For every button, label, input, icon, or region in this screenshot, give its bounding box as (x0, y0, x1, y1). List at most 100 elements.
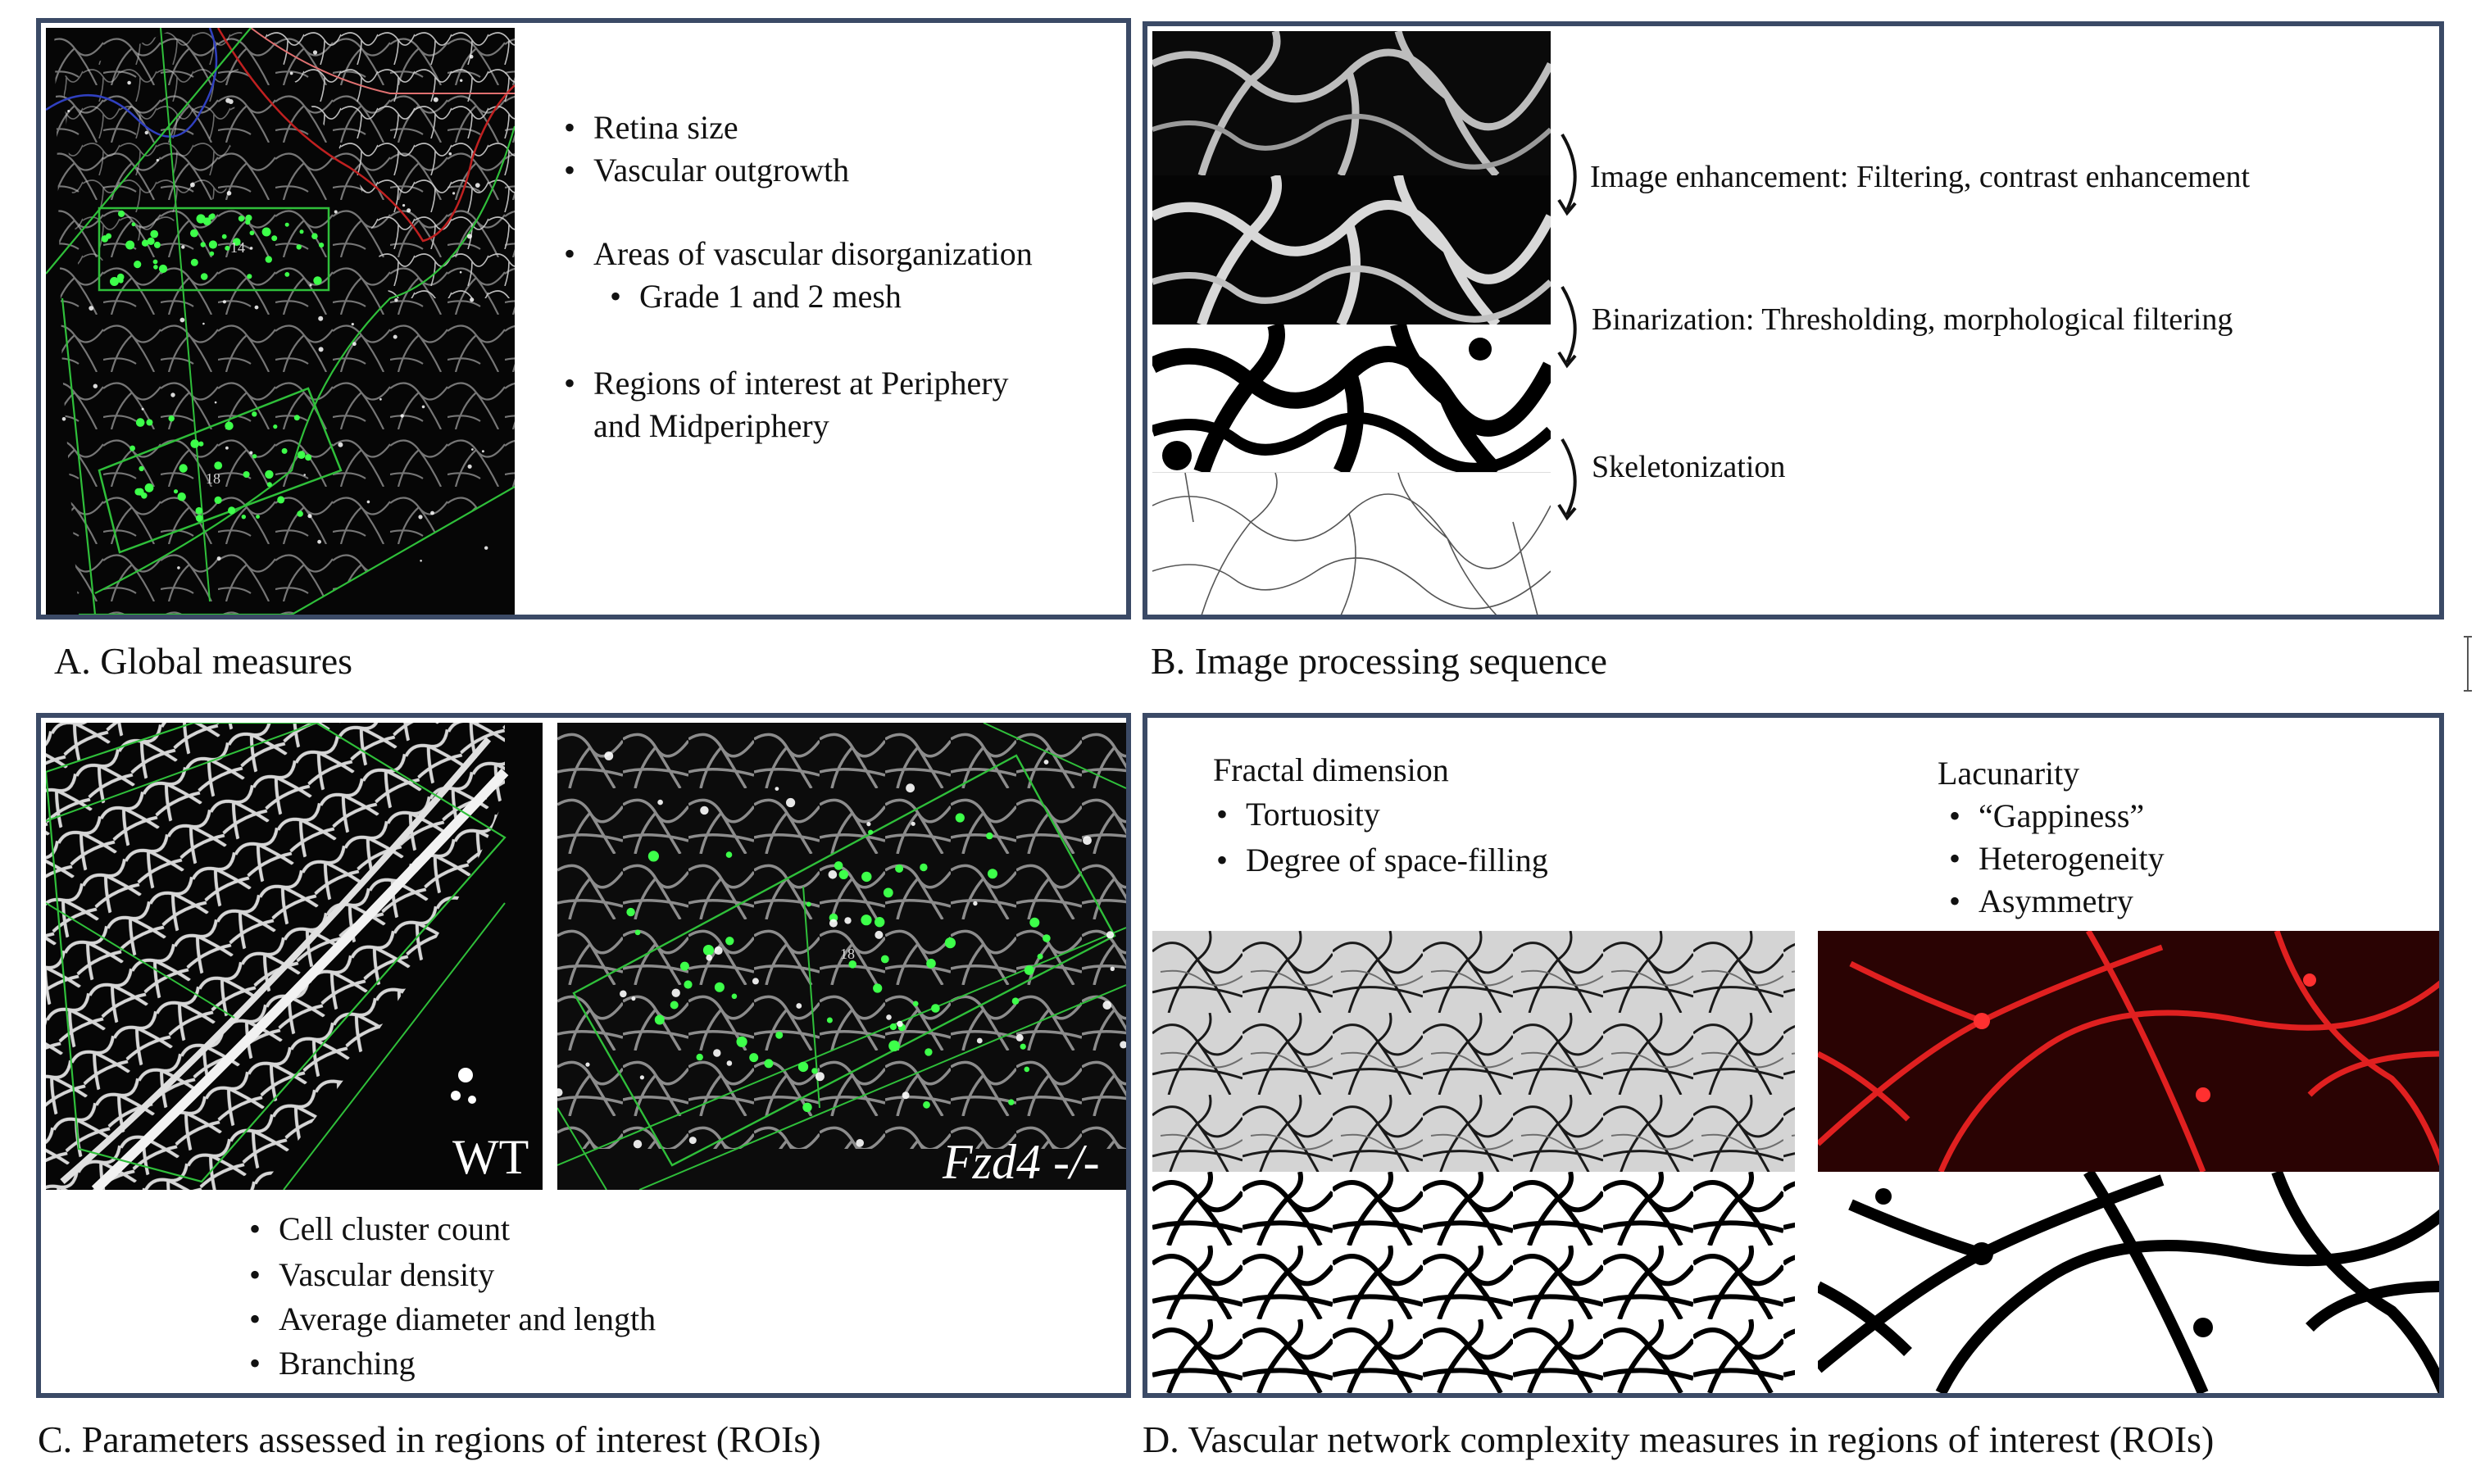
bullet-heterogeneity: •Heterogeneity (1949, 840, 2165, 877)
cell-cluster-dot (912, 1001, 919, 1007)
cell-cluster-dot (481, 450, 484, 453)
cell-cluster-dot (931, 1004, 940, 1013)
cell-cluster-dot (271, 235, 278, 242)
bullet-dot-icon: • (610, 278, 622, 315)
cell-cluster-dot (925, 1048, 933, 1056)
cell-cluster-dot (875, 917, 885, 928)
bullet-dot-icon: • (564, 365, 576, 402)
cell-cluster-dot (460, 79, 463, 82)
cell-cluster-dot (297, 451, 306, 459)
cell-cluster-dot (93, 383, 98, 388)
panel-a-bullet-list: •Retina size •Vascular outgrowth •Areas … (564, 108, 1033, 449)
cell-cluster-dot (394, 298, 398, 302)
bullet-dot-icon: • (564, 109, 576, 146)
cell-cluster-dot (225, 245, 230, 251)
cell-cluster-dot (604, 751, 614, 760)
roi-label-18: 18 (206, 470, 220, 487)
cell-cluster-dot (802, 1102, 812, 1112)
cell-cluster-dot (313, 276, 322, 285)
bullet-grade-mesh: •Grade 1 and 2 mesh (610, 278, 902, 315)
cell-cluster-dot (144, 130, 148, 135)
cell-cluster-dot (471, 448, 474, 451)
lacunarity-list: •“Gappiness” •Heterogeneity •Asymmetry (1949, 796, 2165, 924)
cell-cluster-dot (141, 239, 149, 247)
cell-cluster-dot (168, 415, 175, 422)
bullet-vascular-disorganization: •Areas of vascular disorganization (564, 235, 1033, 272)
cell-cluster-dot (1043, 760, 1049, 765)
cell-cluster-dot (889, 1023, 897, 1031)
retina-flatmount-image: 14 18 (46, 28, 515, 615)
cell-cluster-dot (731, 993, 738, 1000)
skeletonized-vessel-image (1152, 472, 1551, 615)
cell-cluster-dot (351, 323, 354, 326)
cell-cluster-dot (312, 50, 318, 55)
roi-label-18-fzd4: 18 (840, 946, 855, 962)
cell-cluster-dot (173, 489, 179, 494)
fractal-binarized-vessel-image (1152, 1172, 1795, 1393)
cell-cluster-dot (256, 515, 260, 519)
cell-cluster-dot (379, 397, 382, 401)
panel-b: Image enhancement: Filtering, contrast e… (1143, 21, 2444, 619)
cell-cluster-dot (198, 441, 204, 447)
cell-cluster-dot (407, 208, 411, 213)
cell-cluster-dot (475, 183, 480, 188)
cell-cluster-dot (634, 929, 641, 936)
cell-cluster-dot (1024, 1066, 1030, 1073)
cell-cluster-dot (127, 80, 131, 85)
red-outline (216, 28, 515, 243)
bullet-vascular-density: •Vascular density (249, 1256, 495, 1293)
cell-cluster-dot (135, 418, 145, 427)
cell-cluster-dot (467, 464, 472, 469)
cell-cluster-dot (249, 451, 253, 455)
cell-cluster-dot (338, 442, 343, 447)
bullet-cell-cluster-count: •Cell cluster count (249, 1210, 511, 1247)
cell-cluster-dot (247, 274, 252, 279)
cell-cluster-dot (484, 546, 488, 550)
cell-cluster-dot (89, 306, 94, 311)
panel-a-caption: A. Global measures (54, 640, 353, 682)
cell-cluster-dot (671, 988, 680, 997)
cell-cluster-dot (679, 961, 689, 971)
cell-cluster-dot (834, 861, 843, 870)
cell-cluster-dot (1015, 1033, 1024, 1042)
cell-cluster-dot (245, 214, 252, 221)
cell-cluster-dot (466, 234, 472, 239)
cell-cluster-dot (284, 272, 290, 277)
cell-cluster-dot (202, 322, 205, 325)
fzd4-retina-roi-image: 18 Fzd4 -/- (557, 723, 1126, 1190)
cell-cluster-dot (225, 446, 229, 450)
cell-cluster-dot (986, 832, 993, 840)
cell-cluster-dot (222, 300, 226, 304)
cell-cluster-dot (261, 227, 271, 237)
cell-cluster-dot (670, 1001, 679, 1010)
cell-cluster-dot (955, 813, 965, 823)
cell-cluster-dot (696, 1053, 703, 1061)
cell-cluster-dot (700, 806, 709, 815)
panel-d: Fractal dimension •Tortuosity •Degree of… (1143, 713, 2444, 1398)
cell-cluster-dots (101, 210, 325, 522)
roi-rectangle-periphery (98, 387, 343, 554)
cell-cluster-dot (647, 851, 659, 862)
bullet-dot-icon: • (249, 1256, 261, 1293)
cell-cluster-dot (702, 945, 715, 956)
cell-cluster-dot (277, 496, 285, 504)
panel-b-caption: B. Image processing sequence (1151, 640, 1607, 682)
cell-cluster-dot (214, 401, 217, 404)
step-skeletonization: Skeletonization (1592, 450, 1786, 484)
fractal-grayscale-vessel-image (1152, 931, 1795, 1172)
cell-cluster-dot (202, 217, 211, 226)
cell-cluster-dot (152, 259, 158, 265)
curved-arrow-icon (1557, 133, 1577, 216)
cell-cluster-dot (190, 229, 198, 238)
cell-cluster-dot (179, 317, 185, 323)
cell-cluster-dot (470, 297, 475, 302)
cell-cluster-dot (228, 506, 236, 515)
roi-label-14: 14 (230, 239, 245, 256)
enhanced-vessel-image-raw (1152, 31, 1551, 175)
cell-cluster-dot (430, 511, 434, 515)
bullet-average-diameter-length: •Average diameter and length (249, 1300, 656, 1337)
cell-cluster-dot (225, 421, 234, 430)
cell-cluster-dot (775, 787, 779, 791)
cell-cluster-dot (469, 54, 474, 59)
cell-cluster-dot (976, 1037, 983, 1044)
